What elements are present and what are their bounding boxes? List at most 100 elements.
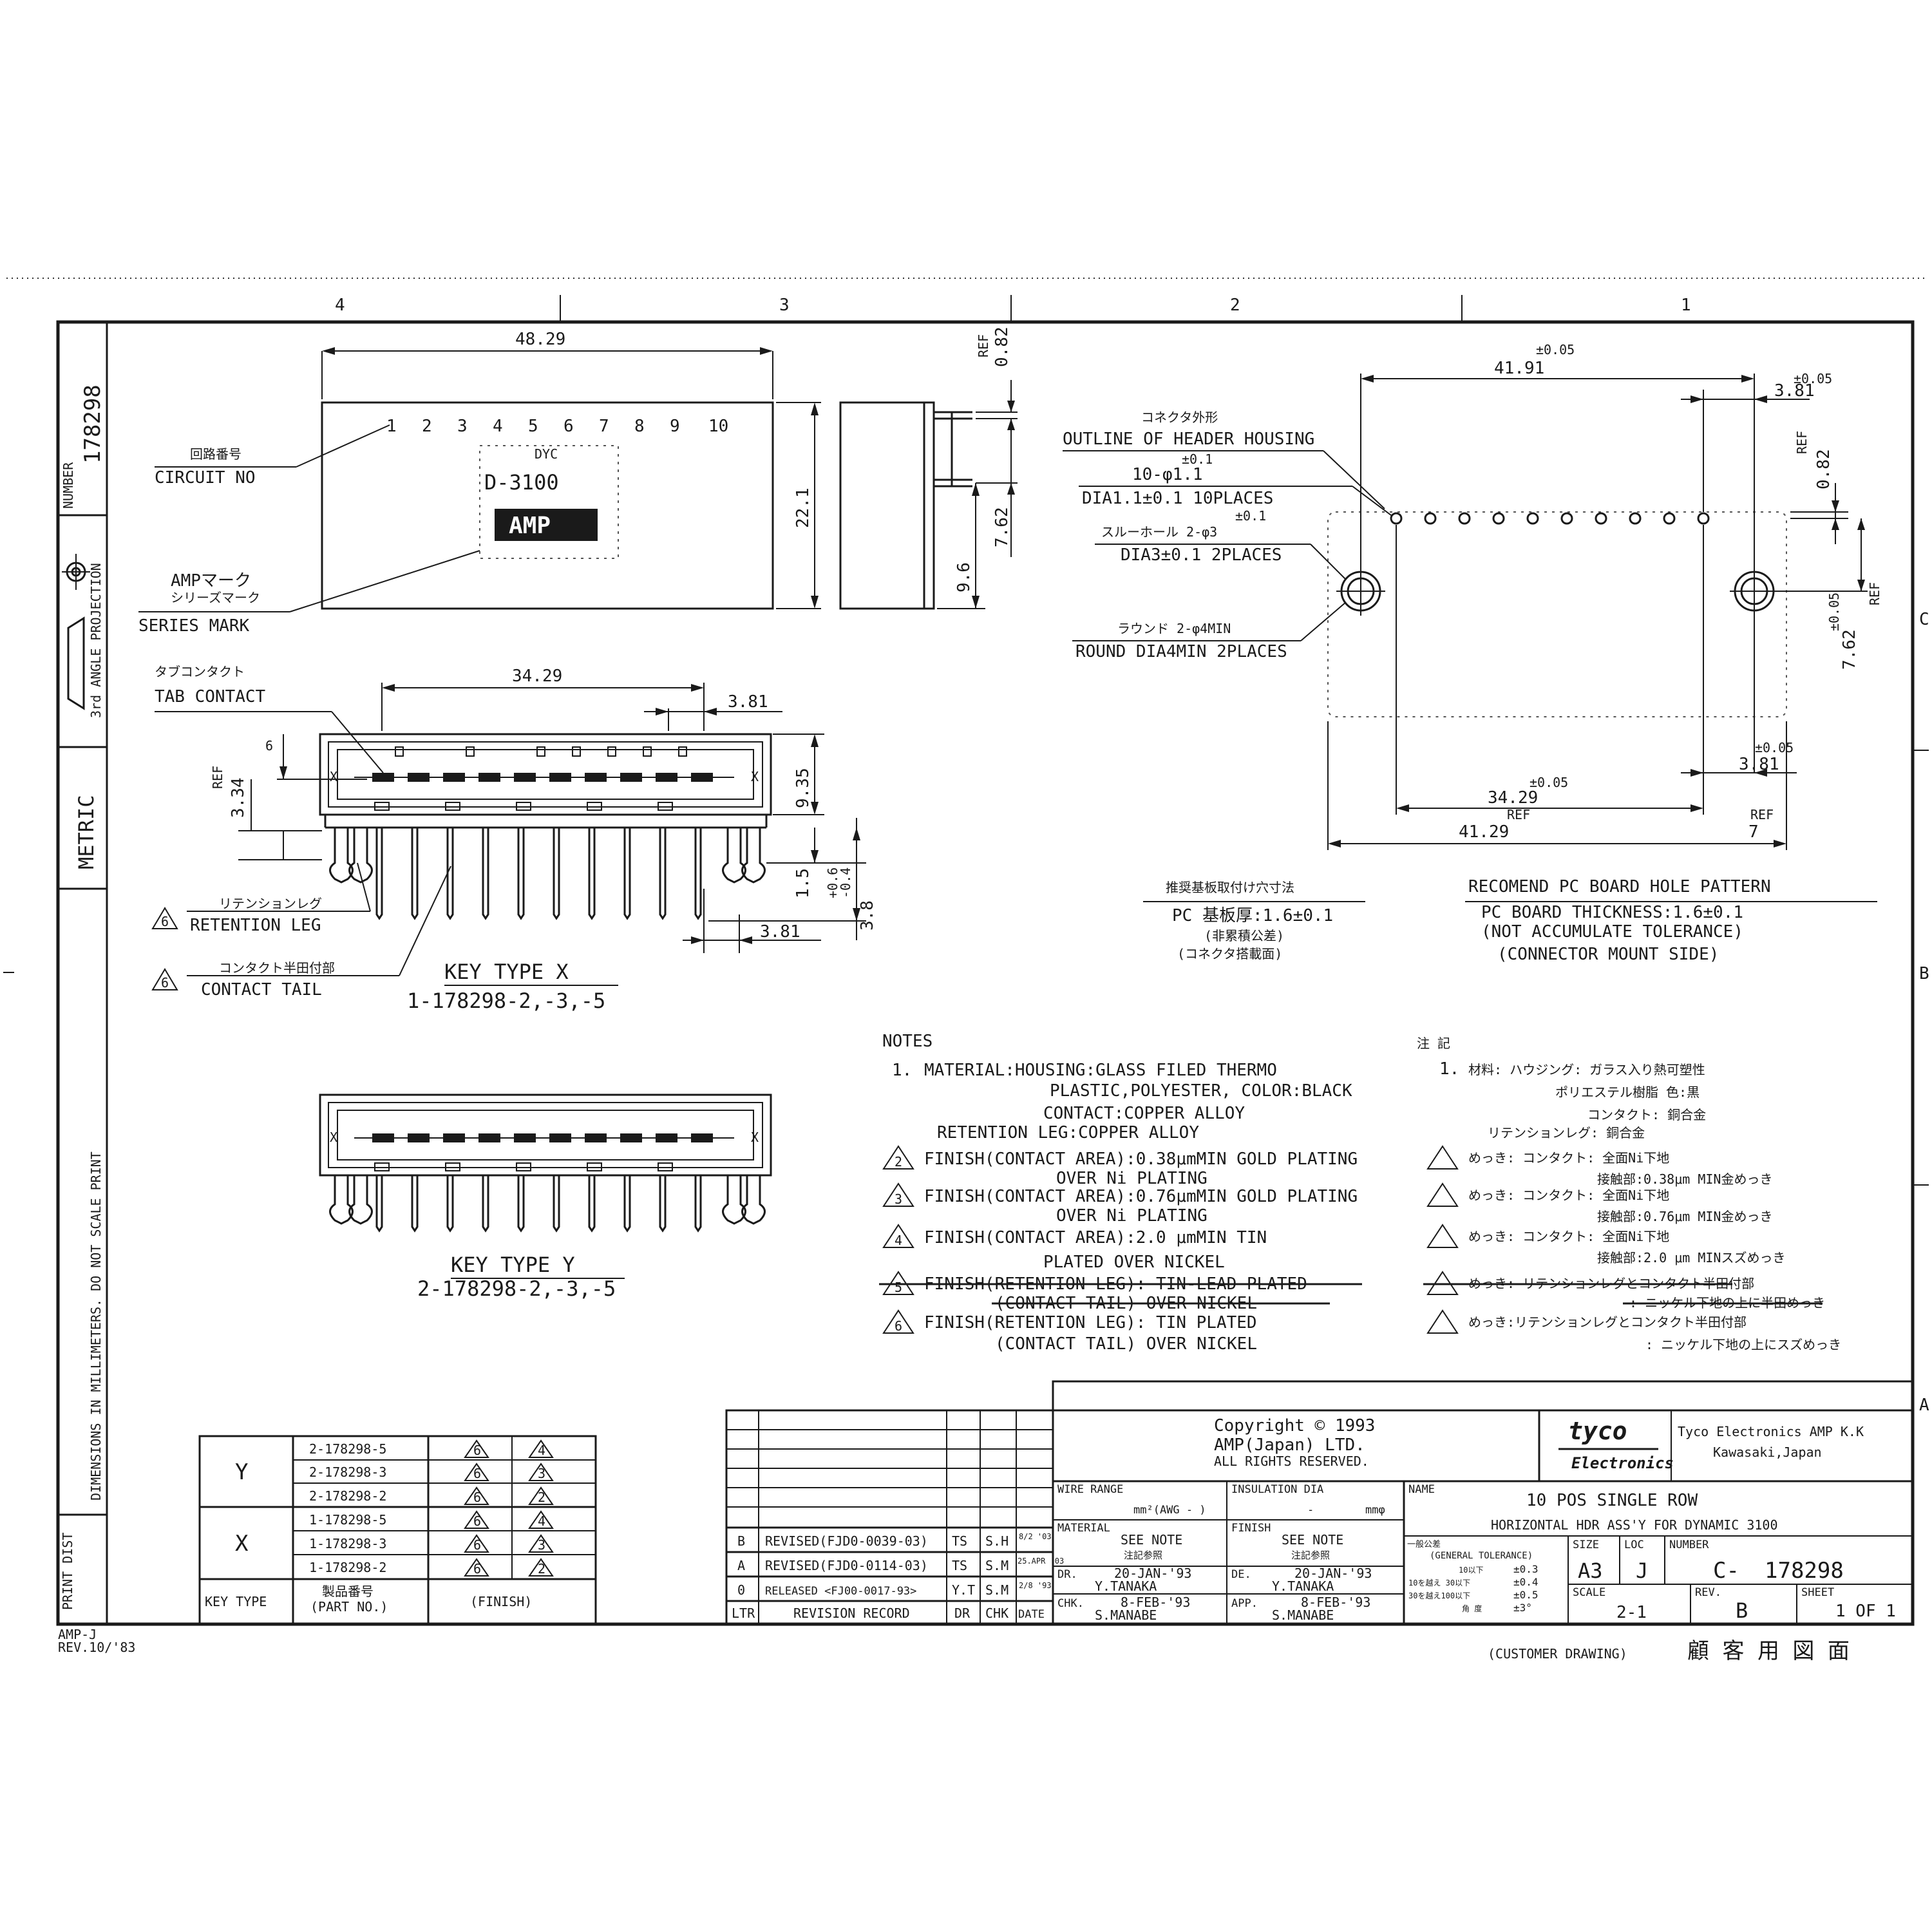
tab-contact-label: TAB CONTACT [155, 687, 266, 706]
note-1-num: 1. [892, 1061, 912, 1080]
zone-col-2: 2 [1230, 296, 1240, 315]
svg-text:2: 2 [538, 1490, 545, 1505]
ltr-header: LTR [732, 1605, 755, 1621]
holes10-label: 10-φ1.1 [1132, 465, 1203, 484]
sheet-value: 1 OF 1 [1835, 1602, 1896, 1621]
revision-row: B REVISED(FJD0-0039-03) TS S.H 8/2 '03 [737, 1532, 1052, 1549]
retention-legs-y [329, 1175, 766, 1225]
svg-text:A: A [737, 1558, 745, 1573]
note-3b: OVER Ni PLATING [1056, 1206, 1208, 1226]
copyright-3: ALL RIGHTS RESERVED. [1214, 1454, 1369, 1469]
finish-value: SEE NOTE [1282, 1532, 1343, 1548]
note-6-flag-icon: 6 [882, 1309, 914, 1334]
sheet-label: SHEET [1801, 1586, 1834, 1599]
notes-title: NOTES [882, 1032, 933, 1051]
zone-rows: C B A [3, 610, 1929, 1415]
svg-text:6: 6 [473, 1490, 481, 1505]
tab-contact-jp: タブコンタクト [155, 664, 245, 679]
dim-7-62-side: 7.62 [992, 507, 1012, 547]
finish-label: FINISH [1231, 1522, 1271, 1535]
note-jp-1c: コンタクト: 銅合金 [1587, 1107, 1706, 1122]
svg-text:1-178298-5: 1-178298-5 [309, 1512, 386, 1528]
svg-text:6: 6 [473, 1443, 481, 1458]
side-ref-label: REF [976, 334, 991, 357]
copyright-1: Copyright © 1993 [1214, 1416, 1375, 1435]
series-mark-jp: シリーズマーク [171, 590, 260, 605]
zone-col-1: 1 [1681, 296, 1691, 315]
retention-leg-jp: リテンションレグ [219, 896, 322, 911]
table-row: 2-178298-2 6 2 [309, 1486, 554, 1505]
dim-3-34: 3.34 [229, 777, 248, 818]
note-1a: MATERIAL:HOUSING:GLASS FILED THERMO [924, 1061, 1277, 1080]
print-dist-label: PRINT DIST [60, 1533, 75, 1610]
note-jp-1-num: 1. [1439, 1059, 1459, 1079]
material-jp: 注記参照 [1124, 1549, 1162, 1561]
dim-6: 6 [265, 738, 273, 753]
tol-3-81-top: ±0.05 [1794, 371, 1832, 386]
notes-en: NOTES 1. MATERIAL:HOUSING:GLASS FILED TH… [879, 1032, 1362, 1354]
key-x-mark-right: X [751, 769, 759, 784]
material-label: MATERIAL [1057, 1522, 1110, 1535]
app-date: 8-FEB-'93 [1301, 1595, 1370, 1610]
projection-label: 3rd ANGLE PROJECTION [88, 563, 104, 718]
svg-text:TS: TS [952, 1558, 967, 1573]
dim-1-5: 1.5 [793, 868, 813, 898]
note-jp-4b: 接触部:2.0 μm MINスズめっき [1597, 1250, 1785, 1265]
amp-mark-jp: AMPマーク [171, 571, 251, 591]
dim-34-29-x: 34.29 [512, 667, 562, 686]
dim-3-81-x-top: 3.81 [728, 692, 768, 712]
tyco-logo-icon: tyco Electronics [1558, 1417, 1674, 1472]
dim-48-29: 48.29 [515, 330, 565, 349]
product-name-2: HORIZONTAL HDR ASS'Y FOR DYNAMIC 3100 [1491, 1517, 1778, 1533]
ref-41-29: REF [1507, 807, 1530, 822]
svg-text:10を越え 30以下: 10を越え 30以下 [1408, 1578, 1470, 1587]
flag-6-retention-icon: 6 [151, 907, 178, 929]
svg-text:6: 6 [473, 1513, 481, 1529]
svg-text:RELEASED <FJ00-0017-93>: RELEASED <FJ00-0017-93> [765, 1585, 916, 1598]
note-6b: (CONTACT TAIL) OVER NICKEL [995, 1334, 1257, 1354]
svg-text:6: 6 [473, 1537, 481, 1553]
ref-7: REF [1750, 807, 1774, 822]
round-jp: ラウンド 2-φ4MIN [1117, 621, 1231, 636]
note-jp-3-flag-icon [1426, 1182, 1459, 1207]
retention-legs-x [329, 828, 766, 884]
key-x-cell: X [235, 1531, 249, 1557]
dim-0-82-side: 0.82 [992, 327, 1012, 367]
dr-name: Y.TANAKA [1095, 1578, 1157, 1594]
circuit-no-4: 4 [493, 417, 503, 436]
svg-text:2: 2 [895, 1154, 902, 1170]
revision-row: 0 RELEASED <FJ00-0017-93> Y.T S.M 2/8 '9… [737, 1581, 1052, 1598]
chk-header: CHK [985, 1605, 1009, 1621]
svg-text:4: 4 [538, 1513, 545, 1529]
contact-tail-label: CONTACT TAIL [201, 980, 322, 999]
insulation-label: INSULATION DIA [1231, 1483, 1323, 1496]
de-date: 20-JAN-'93 [1294, 1566, 1372, 1581]
housing-side-outline [839, 401, 925, 610]
key-y-title: KEY TYPE Y [451, 1253, 575, 1277]
tol-3-81-bottom: ±0.05 [1755, 740, 1794, 755]
key-y-mark-left: X [330, 1130, 337, 1145]
circuit-no-7: 7 [599, 417, 609, 436]
svg-text:1-178298-3: 1-178298-3 [309, 1536, 386, 1551]
svg-text:2/8 '93: 2/8 '93 [1019, 1581, 1052, 1590]
side-part-number: 178298 [80, 384, 106, 464]
loc-label: LOC [1624, 1539, 1644, 1551]
dim-9-35: 9.35 [793, 768, 813, 808]
name-label: NAME [1408, 1483, 1435, 1496]
svg-text:10以下: 10以下 [1459, 1566, 1483, 1575]
housing-top-outline [321, 401, 774, 610]
table-row: 1-178298-3 6 3 [309, 1534, 554, 1553]
notes-jp-title: 注 記 [1417, 1036, 1450, 1051]
dim-22-1: 22.1 [793, 488, 813, 528]
note-2-flag-icon: 2 [882, 1145, 914, 1170]
note-jp-3b: 接触部:0.76μm MIN金めっき [1597, 1209, 1772, 1224]
svg-text:6: 6 [161, 914, 169, 929]
finish-jp: 注記参照 [1291, 1549, 1330, 1561]
note-4b: PLATED OVER NICKEL [1043, 1253, 1225, 1272]
company-2: Kawasaki,Japan [1713, 1444, 1822, 1460]
side-strip: NUMBER 178298 3rd ANGLE PROJECTION METRI… [58, 384, 135, 1655]
dim-7-pcb: 7 [1748, 822, 1759, 842]
svg-text:2-178298-5: 2-178298-5 [309, 1441, 386, 1457]
svg-text:2-178298-2: 2-178298-2 [309, 1488, 386, 1504]
pc-jp-2: (非累積公差) [1204, 928, 1284, 943]
